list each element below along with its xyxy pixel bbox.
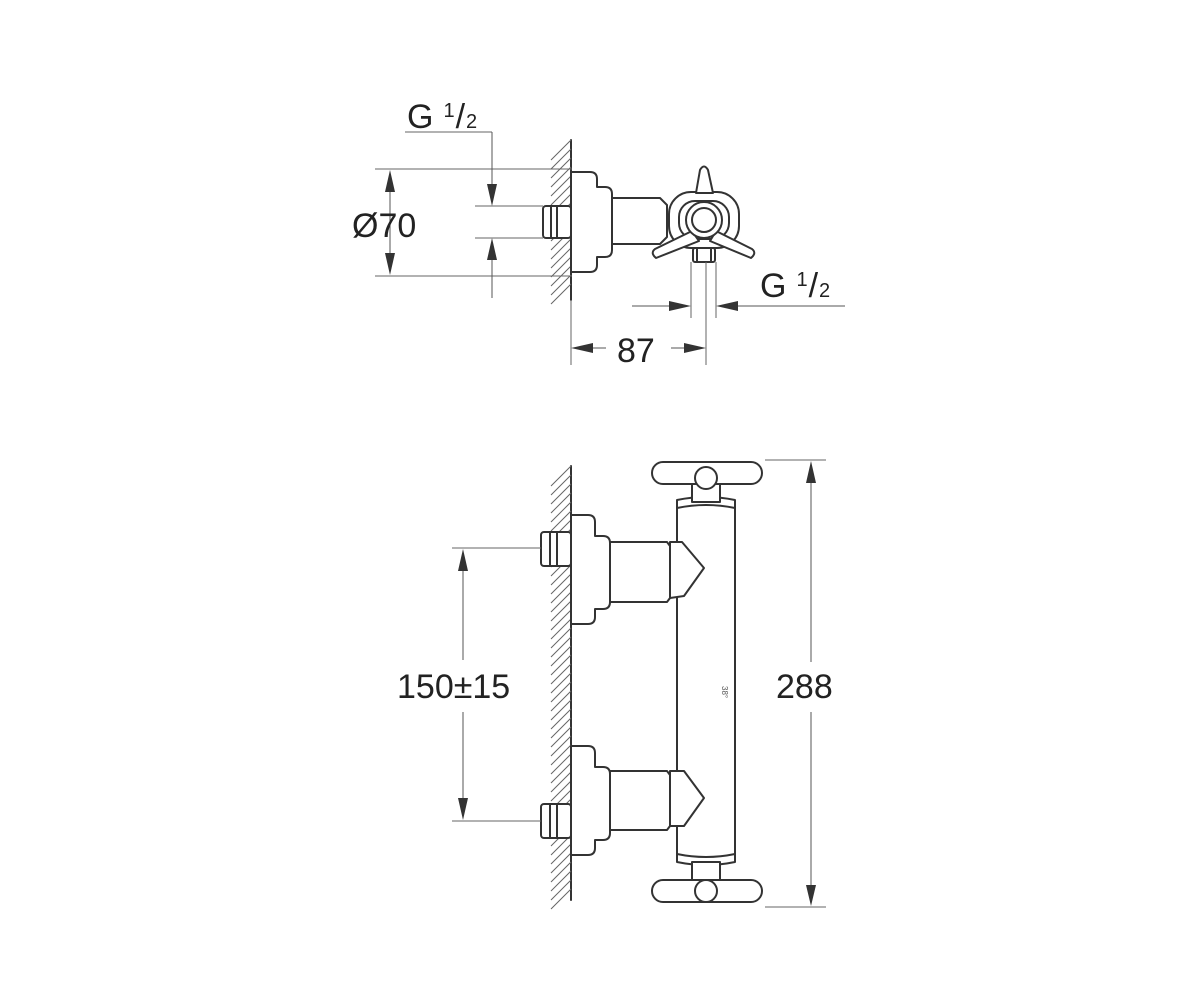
connecting-pipe-top (611, 197, 668, 245)
spacing-dimension (452, 547, 541, 822)
top-handle-hub (694, 466, 718, 490)
outlet-top (692, 247, 716, 263)
height-dimension (765, 459, 826, 908)
bottom-handle-stem (691, 861, 721, 881)
pipe-lower (609, 770, 671, 831)
escutcheon-upper (570, 514, 611, 625)
spacing-label: 150±15 (397, 668, 510, 706)
handle-spoke-left (651, 230, 700, 259)
escutcheon-top (570, 171, 613, 273)
depth-label: 87 (617, 332, 655, 370)
diameter-label: Ø70 (352, 207, 416, 245)
thread-dimension-side (632, 262, 845, 318)
handle-spoke-up (695, 165, 714, 194)
handle-spoke-right (709, 230, 756, 259)
inlet-cone-upper (669, 541, 705, 599)
diameter-dimension (375, 168, 572, 277)
thread-dimension-top (405, 131, 543, 298)
depth-dimension (570, 262, 707, 365)
height-label: 288 (776, 668, 833, 706)
front-view: 38° 150±15 2 (397, 459, 833, 910)
bottom-handle-hub (694, 879, 718, 903)
escutcheon-lower (570, 745, 611, 856)
pipe-upper (609, 541, 671, 603)
body-temperature-mark: 38° (720, 686, 729, 698)
inlet-cone-lower (669, 770, 705, 827)
